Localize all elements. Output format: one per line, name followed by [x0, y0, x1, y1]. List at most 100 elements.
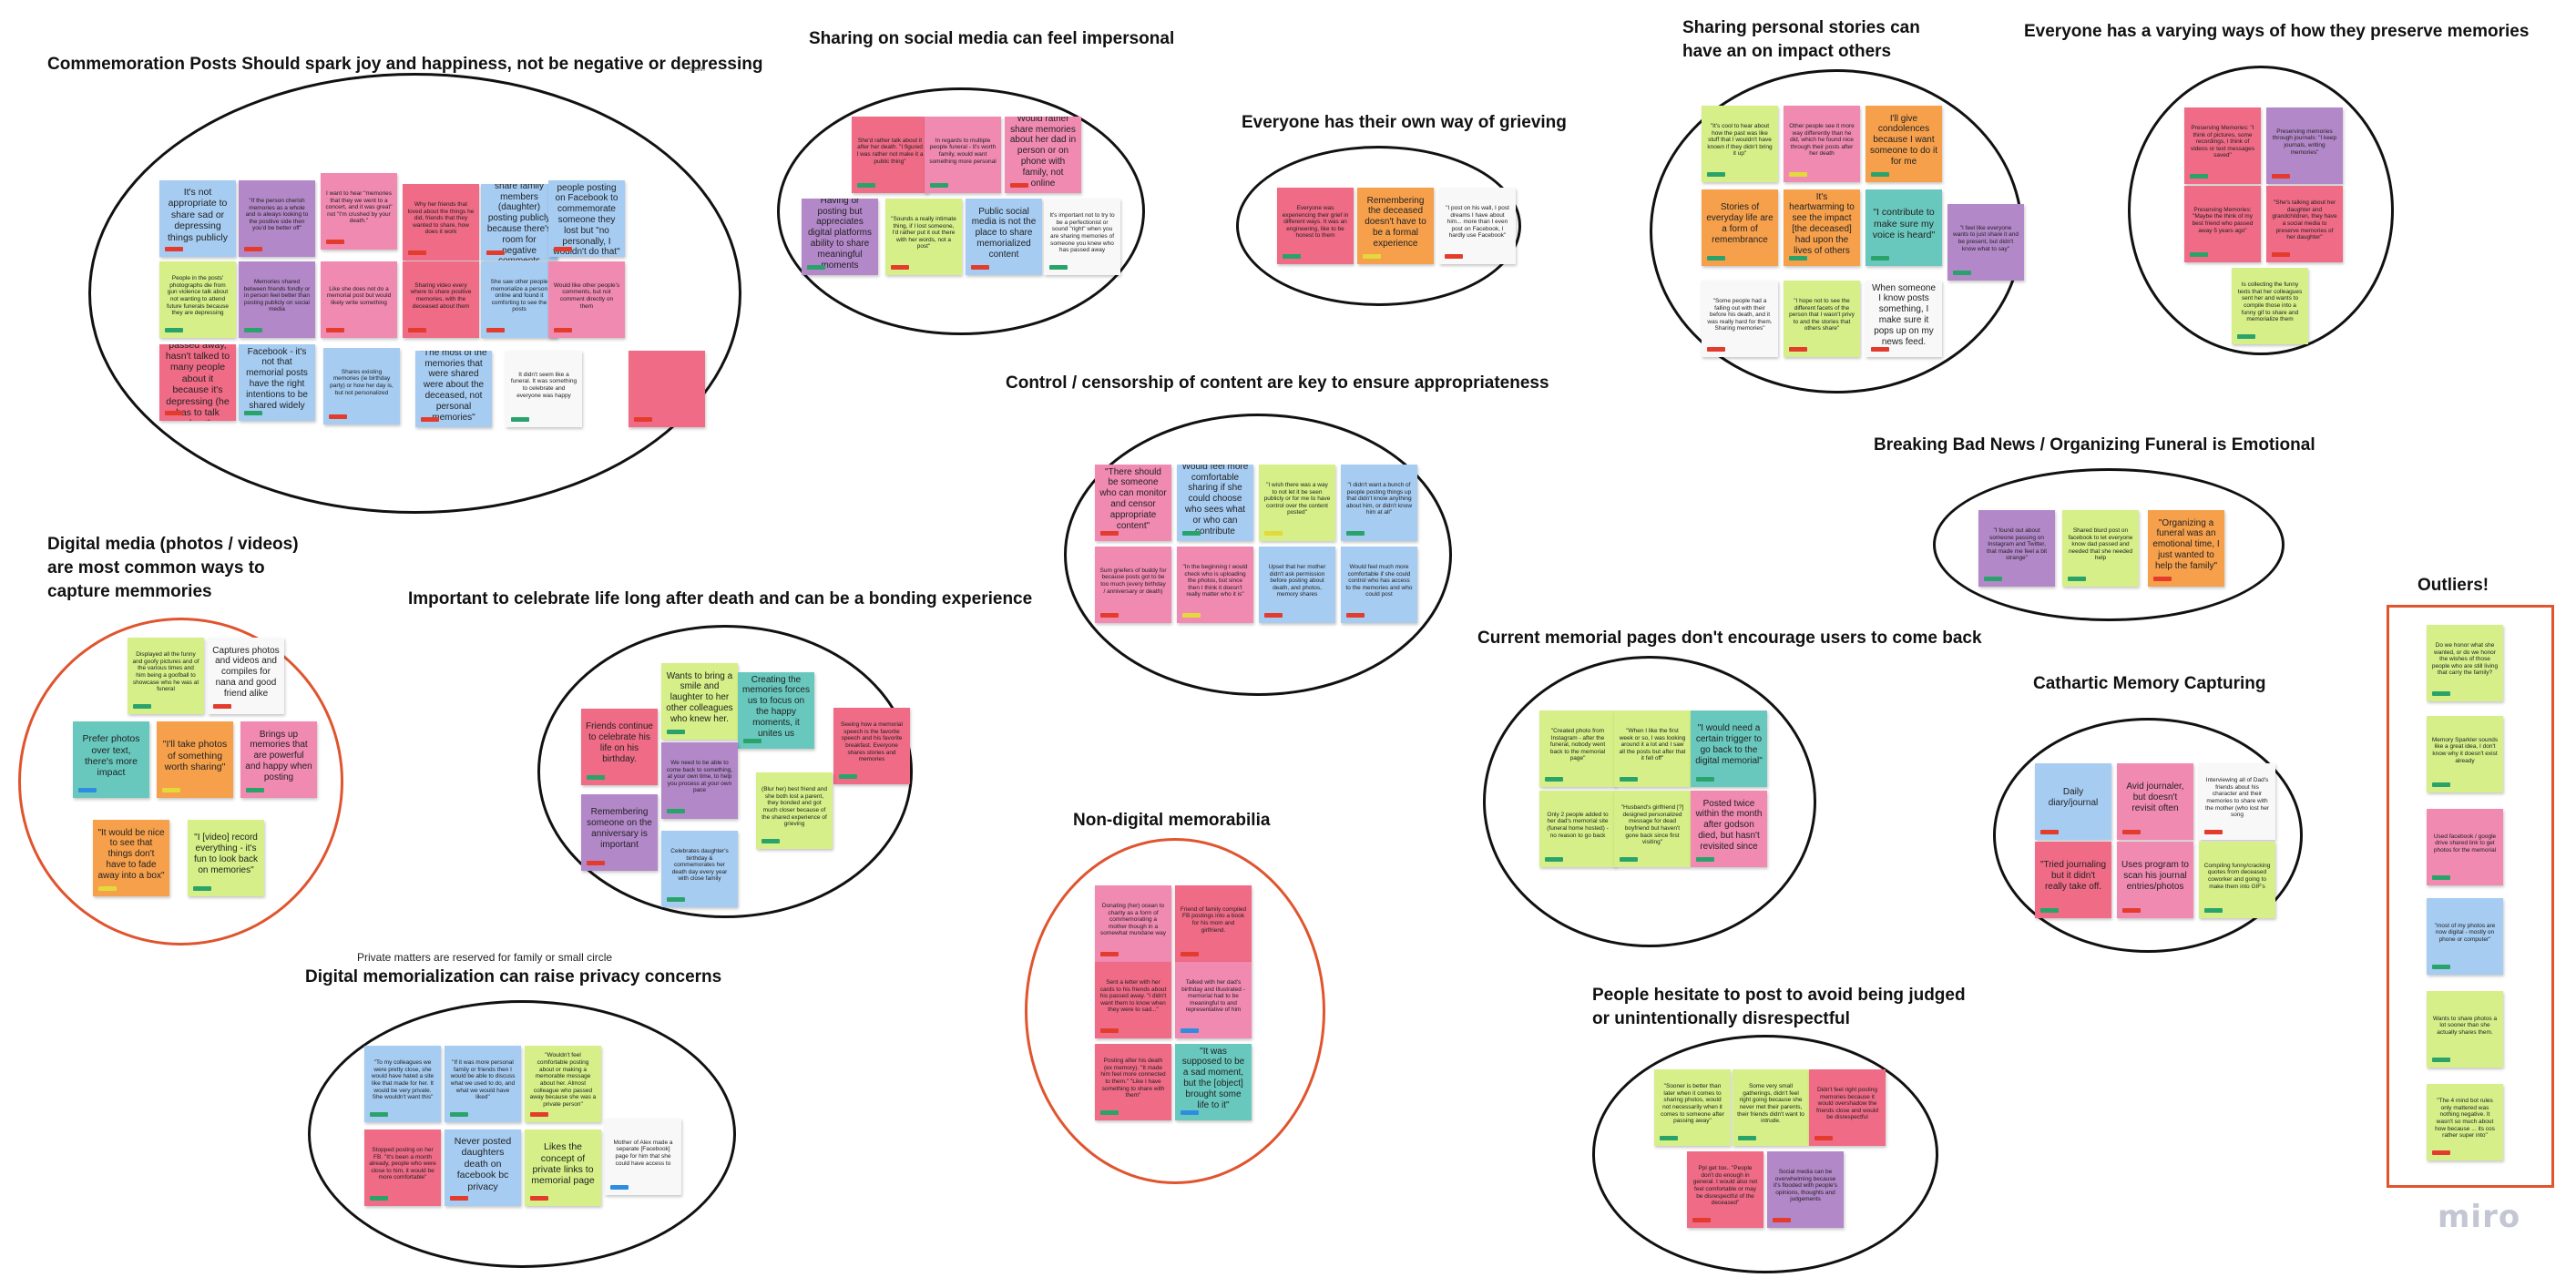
sticky-note-privacy[interactable]: "To my colleagues we were pretty close, … [364, 1046, 441, 1122]
cluster-title-privacy[interactable]: Digital memorialization can raise privac… [305, 967, 722, 986]
sticky-note-bad-news[interactable]: "I found out about someone passing on In… [1978, 510, 2055, 587]
sticky-note-hesitate[interactable]: "Sooner is better than later when it com… [1654, 1069, 1731, 1146]
sticky-note-cathartic[interactable]: Compiling funny/cracking quotes from dec… [2199, 842, 2275, 918]
sticky-note-outliers[interactable]: Used facebook / google drive shared link… [2427, 809, 2503, 885]
cluster-ellipse-commemoration[interactable] [88, 73, 741, 514]
sticky-note-digital-media[interactable]: "I [video] record everything - it's fun … [188, 820, 264, 896]
cluster-title-celebrate[interactable]: Important to celebrate life long after d… [408, 589, 1033, 608]
sticky-note-commemoration[interactable]: It didn't seem like a funeral. It was so… [506, 351, 582, 427]
sticky-note-censorship[interactable]: Upset that her mother didn't ask permiss… [1259, 547, 1335, 623]
sticky-note-personal-stories[interactable]: Stories of everyday life are a form of r… [1702, 189, 1778, 266]
sticky-note-digital-media[interactable]: Prefer photos over text, there's more im… [73, 721, 149, 798]
sticky-note-commemoration[interactable]: Would like other people's comments, but … [548, 261, 625, 338]
sticky-note-come-back[interactable]: Posted twice within the month after gods… [1691, 791, 1767, 867]
sticky-note-non-digital[interactable]: "It was supposed to be a sad moment, but… [1175, 1044, 1252, 1120]
cluster-ellipse-celebrate[interactable] [537, 625, 913, 918]
sticky-note-preserve-memories[interactable]: Preserving memories through journals: "I… [2266, 107, 2343, 184]
sticky-note-censorship[interactable]: "There should be someone who can monitor… [1095, 465, 1171, 541]
sticky-note-outliers[interactable]: Wants to share photos a lot sooner than … [2427, 991, 2503, 1068]
sticky-note-privacy[interactable]: Mother of Alex made a separate [Facebook… [605, 1119, 681, 1195]
cluster-ellipse-privacy[interactable] [308, 1000, 736, 1268]
sticky-note-commemoration[interactable]: I want to hear "memories that they we we… [321, 173, 397, 250]
cluster-title-preserve-memories[interactable]: Everyone has a varying ways of how they … [2024, 22, 2530, 41]
sticky-note-cathartic[interactable]: Daily diary/journal [2035, 763, 2111, 840]
sticky-note-hesitate[interactable]: Social media can be overwhelming because… [1767, 1151, 1844, 1228]
sticky-note-outliers[interactable]: Do we honor what she wanted, or do we ho… [2427, 625, 2503, 701]
sticky-note-privacy[interactable]: Likes the concept of private links to me… [525, 1130, 601, 1206]
cluster-ellipse-digital-media[interactable] [18, 618, 343, 946]
sticky-note-outliers[interactable]: "The 4 mind bot rules only mattered was … [2427, 1084, 2503, 1160]
sticky-note-social-impersonal[interactable]: "Sounds a really intimate thing, if I lo… [885, 199, 962, 275]
sticky-note-celebrate[interactable]: Celebrates daughter's birthday & commemo… [661, 831, 738, 907]
sticky-note-commemoration[interactable]: I saw other people posting on Facebook t… [548, 180, 625, 257]
sticky-note-commemoration[interactable]: Daughter passed away, hasn't talked to m… [159, 344, 236, 421]
sticky-note-personal-stories[interactable]: When someone I know posts something, I m… [1866, 281, 1942, 357]
sticky-note-digital-media[interactable]: Captures photos and videos and compiles … [208, 638, 284, 714]
sticky-note-outliers[interactable]: "most of my photos are now digital - mos… [2427, 898, 2503, 975]
sticky-note-preserve-memories[interactable]: "She's talking about her daughter and gr… [2266, 186, 2343, 262]
cluster-title-non-digital[interactable]: Non-digital memorabilia [1073, 811, 1271, 830]
sticky-note-censorship[interactable]: Would feel much more comfortable if she … [1341, 547, 1417, 623]
cluster-ellipse-censorship[interactable] [1064, 414, 1452, 696]
sticky-note-come-back[interactable]: "Husband's girlfriend [?] designed perso… [1614, 791, 1691, 867]
cluster-ellipse-cathartic[interactable] [1993, 718, 2303, 953]
sticky-note-cathartic[interactable]: Interviewing all of Dad's friends about … [2199, 763, 2275, 840]
cluster-title-bad-news[interactable]: Breaking Bad News / Organizing Funeral i… [1874, 435, 2315, 455]
sticky-note-commemoration[interactable]: She saw other people memorialize a perso… [481, 261, 557, 338]
sticky-note-commemoration[interactable]: "If the person cherish memories as a who… [239, 180, 315, 257]
sticky-note-hesitate[interactable]: Ppl get too.. "People don't do enough in… [1687, 1151, 1763, 1228]
sticky-note-preserve-memories[interactable]: Preserving Memories: "Maybe the think of… [2184, 186, 2261, 262]
cluster-box-outliers[interactable] [2387, 605, 2554, 1188]
sticky-note-celebrate[interactable]: Seeing how a memorial speech is the favo… [833, 708, 910, 784]
sticky-note-bad-news[interactable]: Shared blurd post on facebook to let eve… [2062, 510, 2139, 587]
sticky-note-commemoration[interactable]: Shares existing memories (ie birthday pa… [323, 348, 400, 424]
sticky-note-personal-stories[interactable]: "Some people had a falling out with thei… [1702, 281, 1778, 357]
sticky-note-non-digital[interactable]: Donating (her) ocean to charity as a for… [1095, 885, 1171, 962]
sticky-note-social-impersonal[interactable]: Public social media is not the place to … [966, 199, 1042, 275]
sticky-note-commemoration[interactable]: It's not appropriate to share sad or dep… [159, 180, 236, 257]
sticky-note-own-way-grieving[interactable]: Everyone was experiencing their grief in… [1277, 188, 1354, 264]
cluster-title-hesitate[interactable]: People hesitate to post to avoid being j… [1592, 986, 1966, 1028]
sticky-note-own-way-grieving[interactable]: Remembering the deceased doesn't have to… [1357, 188, 1434, 264]
sticky-note-celebrate[interactable]: Wants to bring a smile and laughter to h… [661, 663, 738, 740]
sticky-note-personal-stories[interactable]: It's heartwarming to see the impact [the… [1784, 189, 1860, 266]
sticky-note-privacy[interactable]: Stopped posting on her FB. "It's been a … [364, 1130, 441, 1206]
sticky-note-commemoration[interactable]: Facebook - it's not that memorial posts … [239, 344, 315, 421]
sticky-note-non-digital[interactable]: Friend of family compiled FB postings in… [1175, 885, 1252, 962]
sticky-note-celebrate[interactable]: (Blur her) best friend and she both lost… [756, 772, 833, 849]
cluster-title-personal-stories[interactable]: Sharing personal stories can have an on … [1682, 18, 1920, 61]
sticky-note-social-impersonal[interactable]: Having or posting but appreciates digita… [802, 199, 878, 275]
sticky-note-personal-stories[interactable]: "I contribute to make sure my voice is h… [1866, 189, 1942, 266]
sticky-note-come-back[interactable]: Only 2 people added to her dad's memoria… [1539, 791, 1616, 867]
sticky-note-digital-media[interactable]: "It would be nice to see that things don… [93, 820, 169, 896]
cluster-title-digital-media[interactable]: Digital media (photos / videos) are most… [47, 535, 299, 601]
sticky-note-preserve-memories[interactable]: Preserving Memories: "I think of picture… [2184, 107, 2261, 184]
cluster-ellipse-come-back[interactable] [1483, 656, 1816, 947]
sticky-note-commemoration[interactable] [629, 351, 705, 427]
sticky-note-personal-stories[interactable]: "It's cool to hear about how the past wa… [1702, 106, 1778, 182]
sticky-note-celebrate[interactable]: We need to be able to come back to somet… [661, 742, 738, 819]
cluster-caption-privacy[interactable]: Private matters are reserved for family … [357, 951, 613, 964]
cluster-ellipse-non-digital[interactable] [1025, 838, 1325, 1184]
sticky-note-personal-stories[interactable]: I'll give condolences because I want som… [1866, 106, 1942, 182]
sticky-note-celebrate[interactable]: Creating the memories forces us to focus… [738, 672, 814, 749]
cluster-title-cathartic[interactable]: Cathartic Memory Capturing [2033, 674, 2266, 693]
sticky-note-social-impersonal[interactable]: She'd rather talk about it after her dea… [852, 117, 928, 193]
sticky-note-social-impersonal[interactable]: Would rather share memories about her da… [1005, 117, 1081, 193]
sticky-note-commemoration[interactable]: People in the posts' photographs die fro… [159, 261, 236, 338]
sticky-note-digital-media[interactable]: Displayed all the funny and goofy pictur… [128, 638, 204, 714]
cluster-ellipse-social-impersonal[interactable] [777, 87, 1145, 335]
sticky-note-come-back[interactable]: "When I like the first week or so, I was… [1614, 710, 1691, 787]
sticky-note-non-digital[interactable]: Posting after his death (ex memory). "It… [1095, 1044, 1171, 1120]
sticky-note-commemoration[interactable]: Memories shared between friends fondly o… [239, 261, 315, 338]
sticky-note-hesitate[interactable]: Some very small gatherings, didn't feel … [1733, 1069, 1809, 1146]
sticky-note-come-back[interactable]: "Created photo from Instagram - after th… [1539, 710, 1616, 787]
sticky-note-outliers[interactable]: Memory Sparkler sounds like a great idea… [2427, 716, 2503, 792]
cluster-ellipse-preserve-memories[interactable] [2128, 66, 2394, 355]
cluster-title-come-back[interactable]: Current memorial pages don't encourage u… [1477, 629, 1982, 648]
sticky-note-bad-news[interactable]: "Organizing a funeral was an emotional t… [2148, 510, 2224, 587]
sticky-note-cathartic[interactable]: Uses program to scan his journal entries… [2117, 842, 2193, 918]
sticky-note-censorship[interactable]: "I didn't want a bunch of people posting… [1341, 465, 1417, 541]
sticky-note-cathartic[interactable]: Avid journaler, but doesn't revisit ofte… [2117, 763, 2193, 840]
sticky-note-privacy[interactable]: "Wouldn't feel comfortable posting about… [525, 1046, 601, 1122]
